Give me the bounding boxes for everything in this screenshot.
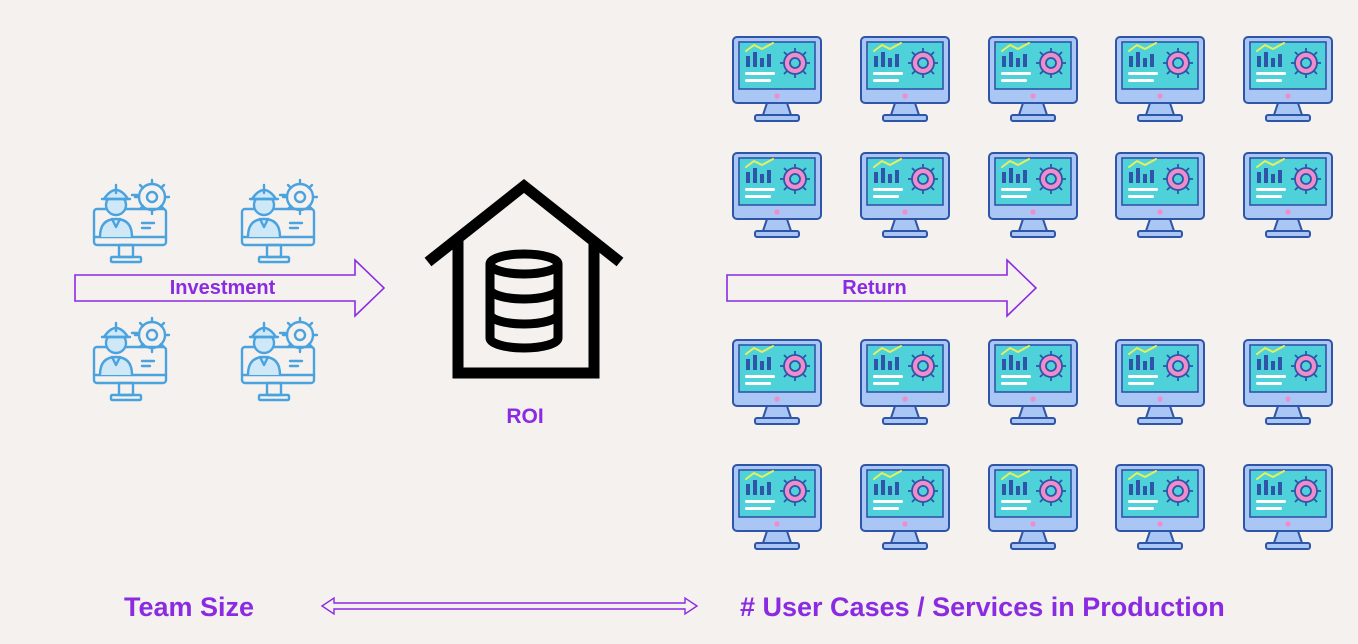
dashboard-monitor-icon <box>732 464 822 550</box>
return-arrow <box>726 258 1038 318</box>
dashboard-monitor-icon <box>1243 152 1333 238</box>
dashboard-monitor-icon <box>988 36 1078 122</box>
dashboard-monitor-icon <box>860 464 950 550</box>
data-warehouse-icon <box>424 178 624 379</box>
dashboard-monitor-icon <box>732 152 822 238</box>
engineer-at-computer-icon <box>240 178 319 264</box>
investment-label: Investment <box>169 277 276 299</box>
engineer-at-computer-icon <box>240 316 319 402</box>
dashboard-monitor-icon <box>1115 152 1205 238</box>
dashboard-monitor-icon <box>1243 339 1333 425</box>
dashboard-monitor-icon <box>860 152 950 238</box>
team-size-label: Team Size <box>124 592 255 622</box>
investment-arrow <box>74 258 386 318</box>
dashboard-monitor-icon <box>732 36 822 122</box>
use-cases-label: # User Cases / Services in Production <box>740 592 1225 622</box>
dashboard-monitor-icon <box>1115 339 1205 425</box>
dashboard-monitor-icon <box>860 36 950 122</box>
return-label: Return <box>842 277 907 299</box>
roi-label: ROI <box>506 405 544 428</box>
engineer-at-computer-icon <box>92 178 171 264</box>
dashboard-monitor-icon <box>1115 464 1205 550</box>
dashboard-monitor-icon <box>988 152 1078 238</box>
dashboard-monitor-icon <box>1115 36 1205 122</box>
dashboard-monitor-icon <box>860 339 950 425</box>
engineer-at-computer-icon <box>92 316 171 402</box>
dashboard-monitor-icon <box>1243 464 1333 550</box>
dashboard-monitor-icon <box>732 339 822 425</box>
dashboard-monitor-icon <box>988 339 1078 425</box>
dashboard-monitor-icon <box>1243 36 1333 122</box>
scale-double-arrow <box>320 596 699 616</box>
dashboard-monitor-icon <box>988 464 1078 550</box>
